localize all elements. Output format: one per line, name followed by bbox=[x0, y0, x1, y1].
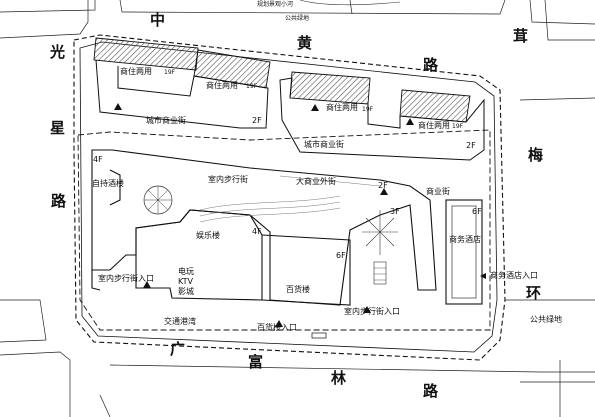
planned-river-label: 规划景观小河 bbox=[257, 1, 294, 8]
public-green-north-label: 公共绿地 bbox=[285, 15, 310, 22]
road-east-char-1: 梅 bbox=[528, 146, 544, 164]
restaurant-floors: 4F bbox=[93, 155, 103, 164]
entertainment-floors: 4F bbox=[252, 227, 262, 236]
road-north-char-2: 黄 bbox=[297, 34, 313, 52]
commercial-street-east2-label: 商业街 bbox=[426, 187, 450, 196]
residential-2-label: 商住两用 bbox=[206, 81, 238, 90]
hotel-floors: 6F bbox=[472, 207, 482, 216]
road-south-char-1: 广 bbox=[170, 340, 186, 358]
residential-1-floors: 19F bbox=[164, 69, 176, 76]
department-floors: 6F bbox=[336, 251, 346, 260]
video-ktv-label-1: 电玩 bbox=[178, 267, 194, 276]
indoor-street-north-label: 室内步行街 bbox=[208, 175, 248, 184]
restaurant-label: 自持酒楼 bbox=[92, 179, 124, 188]
residential-2-floors: 19F bbox=[246, 83, 258, 90]
indoor-street-west-entrance: 室内步行街入口 bbox=[98, 274, 154, 283]
residential-4-label: 商住两用 bbox=[418, 121, 450, 130]
three-floors-label: 3F bbox=[390, 207, 400, 216]
hotel-label: 商务酒店 bbox=[449, 235, 481, 244]
residential-3-label: 商住两用 bbox=[326, 103, 358, 112]
residential-1-label: 商住两用 bbox=[120, 67, 152, 76]
commercial-street-east-floors: 2F bbox=[466, 141, 476, 150]
road-west-char-3: 路 bbox=[51, 192, 67, 210]
residential-4-floors: 19F bbox=[452, 123, 464, 130]
hotel-entrance: 商务酒店入口 bbox=[490, 271, 538, 280]
outdoor-street-label: 大商业外街 bbox=[296, 177, 336, 186]
road-south-char-2: 富 bbox=[248, 353, 264, 371]
residential-3-floors: 19F bbox=[362, 106, 374, 113]
indoor-street-south-entrance: 室内步行街入口 bbox=[344, 307, 400, 316]
department-store-label: 百货楼 bbox=[286, 285, 310, 294]
video-ktv-label-3: 影城 bbox=[178, 287, 194, 296]
commercial-street-west-label: 城市商业街 bbox=[146, 116, 186, 125]
department-entrance: 百货楼入口 bbox=[257, 323, 297, 332]
video-ktv-label-2: KTV bbox=[178, 277, 193, 286]
traffic-bay-label: 交通港湾 bbox=[164, 317, 196, 326]
road-west-char-2: 星 bbox=[50, 119, 66, 137]
road-northeast-char: 茸 bbox=[513, 27, 529, 45]
road-west-char-1: 光 bbox=[50, 43, 66, 61]
road-north-char-1: 中 bbox=[150, 11, 166, 29]
commercial-street-west-floors: 2F bbox=[252, 116, 262, 125]
road-east-char-2: 环 bbox=[526, 284, 542, 302]
road-south-char-3: 林 bbox=[331, 369, 347, 387]
commercial-street-east-label: 城市商业街 bbox=[304, 140, 344, 149]
outdoor-street-floors: 2F bbox=[378, 181, 388, 190]
road-north-char-3: 路 bbox=[423, 56, 439, 74]
road-south-char-4: 路 bbox=[423, 382, 439, 400]
entertainment-label: 娱乐楼 bbox=[196, 231, 220, 240]
public-green-east-label: 公共绿地 bbox=[530, 315, 562, 324]
